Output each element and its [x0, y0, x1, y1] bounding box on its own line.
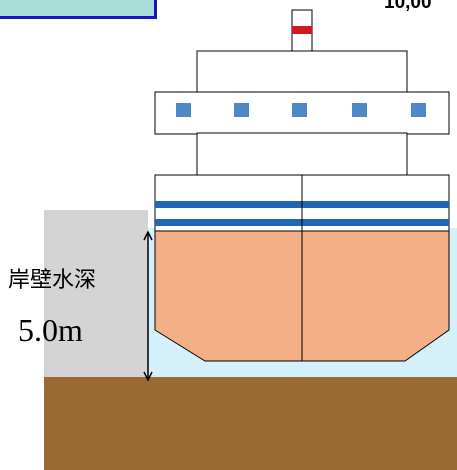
mast-mark: [292, 26, 312, 34]
label-box: [0, 0, 157, 19]
window: [352, 103, 367, 117]
depth-arrow-head-top: [143, 230, 153, 241]
window: [292, 103, 307, 117]
top-right-figure: 10,00: [384, 0, 432, 13]
quay-wall: [44, 210, 148, 378]
quay-depth-value: 5.0m: [18, 312, 83, 348]
quay-depth-label: 岸壁水深: [8, 268, 97, 293]
seabed: [44, 377, 457, 470]
upper-deck: [196, 50, 408, 94]
window: [411, 103, 426, 117]
window: [234, 103, 249, 117]
window: [176, 103, 191, 117]
lower-superstructure: [196, 132, 408, 176]
depth-arrow-head-bottom: [143, 371, 153, 382]
